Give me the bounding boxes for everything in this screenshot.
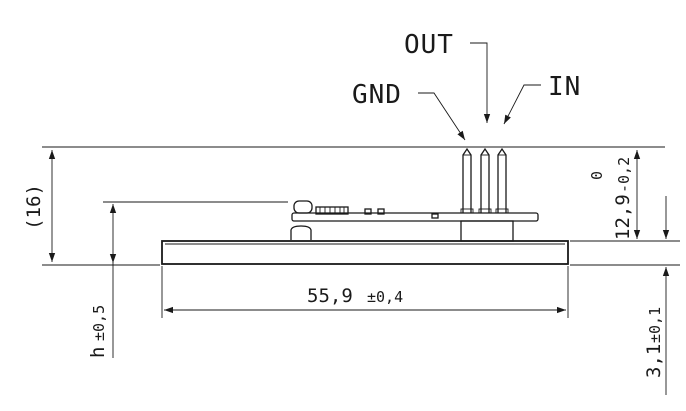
extension-lines <box>42 146 680 318</box>
text-width: 55,9 <box>307 285 353 307</box>
pin-labels: OUT GND IN <box>352 30 581 141</box>
leader-out <box>470 42 491 123</box>
connector-block <box>315 206 349 215</box>
text-total-height: (16) <box>23 184 45 230</box>
label-gnd: GND <box>352 80 402 110</box>
label-out: OUT <box>404 30 454 60</box>
pin-in <box>495 147 509 214</box>
capacitor-top <box>293 200 313 214</box>
capacitor-bottom <box>290 225 312 240</box>
base-plate <box>161 240 569 265</box>
leader-gnd <box>418 92 466 141</box>
text-board-height: h <box>87 347 109 358</box>
pin-standoff <box>460 220 514 242</box>
chip-1 <box>364 208 372 215</box>
dimension-lines <box>48 150 670 395</box>
pin-gnd <box>460 147 474 214</box>
dimension-texts: (16) h ±0,5 55,9 ±0,4 12,9 0 -0,2 3,1 ±0… <box>23 157 665 378</box>
text-base-thickness-tol: ±0,1 <box>646 307 664 343</box>
text-board-height-tol: ±0,5 <box>90 305 108 341</box>
text-pin-height: 12,9 <box>612 194 634 240</box>
chip-3 <box>431 213 439 219</box>
chip-2 <box>377 208 385 215</box>
pins <box>460 147 509 214</box>
text-width-tol: ±0,4 <box>367 288 403 306</box>
pin-out <box>478 147 492 214</box>
pcb-board <box>290 200 539 242</box>
text-base-thickness: 3,1 <box>643 344 665 378</box>
text-pin-height-upper-tol: 0 <box>588 171 606 180</box>
label-in: IN <box>548 72 581 102</box>
leader-in <box>503 84 541 125</box>
text-pin-height-lower-tol: -0,2 <box>615 157 633 193</box>
